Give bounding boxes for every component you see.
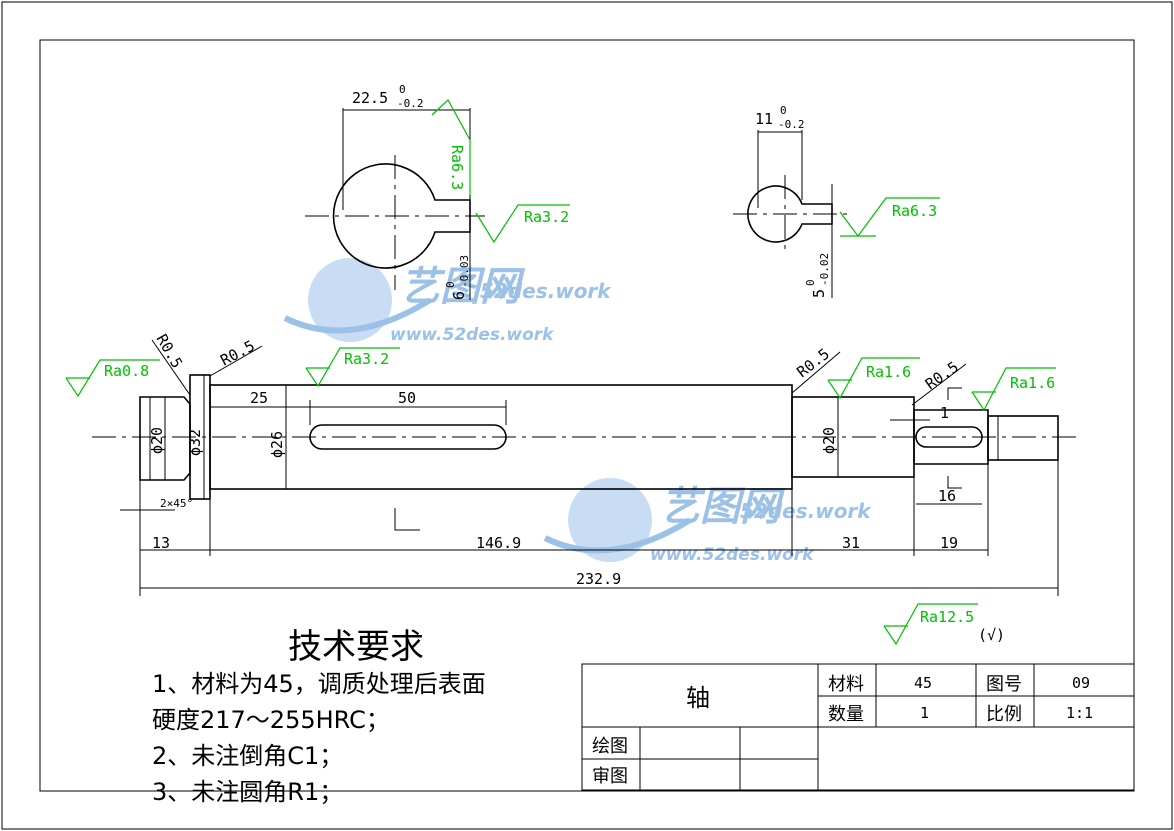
section-a-depth: 6 [450,291,468,300]
dim-bottom-146-9: 146.9 [476,534,521,552]
dim-top-50: 50 [398,389,416,407]
section-a-width: 22.5 [352,89,388,107]
section-view-a: 22.5 0 -0.2 6 0 -0.03 Ra6.3 Ra3.2 [305,83,570,300]
watermark-bottom: 艺图网 52des.work www.52des.work [543,478,872,565]
dim-bottom-13: 13 [152,534,170,552]
drawing-no-value: 09 [1072,674,1090,692]
scale-value: 1:1 [1066,704,1093,722]
section-a-width-tol-upper: 0 [399,83,406,96]
section-a-depth-tol-lower: -0.03 [458,255,471,288]
dim-bottom-31: 31 [842,534,860,552]
diameter-2: ϕ32 [186,429,204,456]
watermark-url-2: www.52des.work [650,545,815,565]
material-label: 材料 [828,674,864,695]
shaft-roughness-3: Ra1.6 [866,363,911,381]
dim-top-25: 25 [250,389,268,407]
radius-3: R0.5 [793,345,833,381]
section-b-width: 11 [755,110,773,128]
general-roughness-mark: (√) [978,626,1005,644]
section-b-width-tol-upper: 0 [780,104,787,117]
section-a-roughness-1: Ra6.3 [448,145,466,190]
radius-1: R0.5 [153,331,187,371]
dim-bottom-16: 16 [938,487,956,505]
diameter-3: ϕ26 [268,431,286,458]
drawing-frame [39,39,1135,792]
general-roughness-value: Ra12.5 [920,608,974,626]
part-name: 轴 [686,684,710,712]
material-value: 45 [914,674,932,692]
checked-label: 审图 [592,766,628,787]
watermark-top: 艺图网 52des.work www.52des.work [283,258,612,345]
tech-item-3: 2、未注倒角C1； [152,742,343,770]
section-a-width-tol-lower: -0.2 [397,97,424,110]
section-a-roughness-2: Ra3.2 [524,208,569,226]
general-roughness: Ra12.5 (√) [883,603,1005,646]
quantity-value: 1 [920,704,929,722]
watermark-globe-icon [308,258,392,342]
dim-bottom-19: 19 [940,534,958,552]
watermark-site-2: 52des.work [740,499,872,523]
shaft-roughness-4: Ra1.6 [1010,374,1055,392]
drawn-label: 绘图 [592,736,628,757]
dim-top-1: 1 [940,404,949,422]
tech-title: 技术要求 [288,627,424,667]
section-a-depth-tol-upper: 0 [444,281,457,288]
tech-item-1: 1、材料为45，调质处理后表面 [152,670,486,698]
watermark-url: www.52des.work [390,325,555,345]
radius-2: R0.5 [217,337,257,370]
section-b-width-tol-lower: -0.2 [778,118,805,131]
watermark-brand: 艺图网 [400,264,526,310]
watermark-site: 52des.work [480,279,612,303]
scale-label: 比例 [986,704,1022,725]
section-view-b: 11 0 -0.2 5 0 -0.02 Ra6.3 [733,104,940,298]
tech-item-2: 硬度217～255HRC； [152,706,390,734]
section-b-depth-tol-lower: -0.02 [818,253,831,286]
shaft-roughness-1: Ra0.8 [104,362,149,380]
section-b-depth-tol-upper: 0 [804,279,817,286]
dim-overall: 232.9 [576,570,621,588]
section-b-depth: 5 [810,289,828,298]
tech-item-4: 3、未注圆角R1； [152,778,343,806]
shaft-main-view: ϕ20 ϕ32 ϕ26 ϕ20 25 50 1 R0.5 R0.5 R0.5 R… [65,331,1080,596]
section-b-roughness-1: Ra6.3 [892,202,937,220]
diameter-1: ϕ20 [148,427,166,454]
shaft-roughness-2: Ra3.2 [344,350,389,368]
quantity-label: 数量 [828,704,864,725]
watermark-brand-2: 艺图网 [660,484,786,530]
title-block: 轴 材料 45 图号 09 数量 1 比例 1:1 绘图 审图 [581,663,1135,791]
watermark-globe-icon-2 [568,478,652,562]
chamfer-note: 2×45° [160,497,193,510]
technical-requirements: 技术要求 1、材料为45，调质处理后表面 硬度217～255HRC； 2、未注倒… [152,627,486,806]
drawing-no-label: 图号 [986,674,1022,695]
diameter-4: ϕ20 [820,427,838,454]
